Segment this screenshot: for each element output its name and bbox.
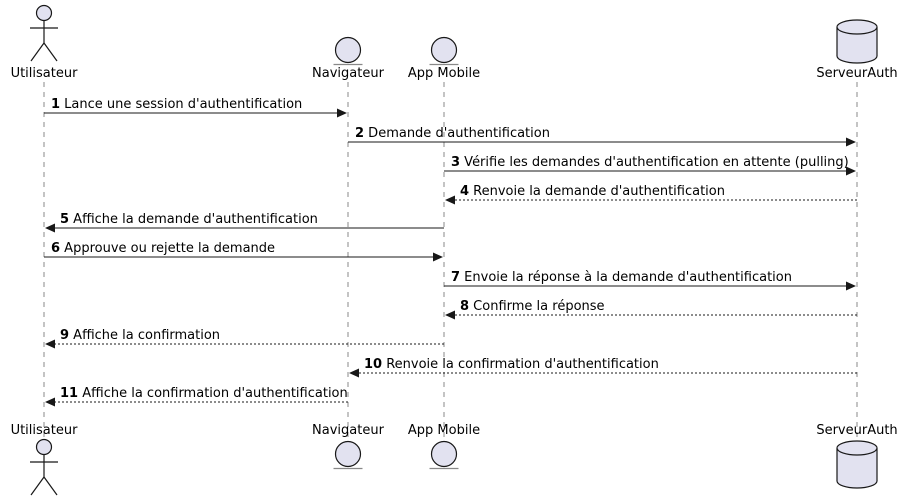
actor-icon <box>30 438 58 496</box>
entity-icon <box>333 440 363 470</box>
entity-icon <box>333 36 363 66</box>
participant-appmobile-label-bottom: App Mobile <box>408 423 480 438</box>
arrowhead-icon <box>45 223 55 233</box>
message-8-label: 8 Confirme la réponse <box>460 299 605 314</box>
message-5: 5 Affiche la demande d'authentification <box>45 212 444 233</box>
message-6: 6 Approuve ou rejette la demande <box>44 241 443 262</box>
arrowhead-icon <box>846 281 856 291</box>
arrowhead-icon <box>45 397 55 407</box>
message-7-label: 7 Envoie la réponse à la demande d'authe… <box>451 270 792 285</box>
participant-navigateur-label-bottom: Navigateur <box>312 423 385 438</box>
message-4-label: 4 Renvoie la demande d'authentification <box>460 184 725 199</box>
participant-serveurauth-label-bottom: ServeurAuth <box>816 423 897 438</box>
message-4: 4 Renvoie la demande d'authentification <box>445 184 857 205</box>
arrowhead-icon <box>433 252 443 262</box>
database-icon <box>836 19 878 64</box>
participant-utilisateur-label-top: Utilisateur <box>11 66 79 81</box>
arrowhead-icon <box>45 339 55 349</box>
message-1: 1 Lance une session d'authentification <box>44 97 347 118</box>
message-9-label: 9 Affiche la confirmation <box>60 328 220 343</box>
message-11: 11 Affiche la confirmation d'authentific… <box>45 386 348 407</box>
arrowhead-icon <box>846 166 856 176</box>
database-icon <box>836 440 878 489</box>
message-3-label: 3 Vérifie les demandes d'authentificatio… <box>451 155 849 170</box>
message-6-label: 6 Approuve ou rejette la demande <box>51 241 275 256</box>
participant-utilisateur-label-bottom: Utilisateur <box>11 423 79 438</box>
arrowhead-icon <box>445 310 455 320</box>
arrowhead-icon <box>445 195 455 205</box>
arrowhead-icon <box>337 108 347 118</box>
arrowhead-icon <box>349 368 359 378</box>
entity-icon <box>429 36 459 66</box>
participant-serveurauth-label-top: ServeurAuth <box>816 66 897 81</box>
message-5-label: 5 Affiche la demande d'authentification <box>60 212 318 227</box>
participant-navigateur-label-top: Navigateur <box>312 66 385 81</box>
message-10-label: 10 Renvoie la confirmation d'authentific… <box>364 357 659 372</box>
message-9: 9 Affiche la confirmation <box>45 328 444 349</box>
message-10: 10 Renvoie la confirmation d'authentific… <box>349 357 857 378</box>
arrowhead-icon <box>846 137 856 147</box>
message-1-label: 1 Lance une session d'authentification <box>51 97 302 112</box>
message-11-label: 11 Affiche la confirmation d'authentific… <box>60 386 348 401</box>
message-2-label: 2 Demande d'authentification <box>355 126 550 141</box>
message-2: 2 Demande d'authentification <box>348 126 856 147</box>
message-3: 3 Vérifie les demandes d'authentificatio… <box>444 155 856 176</box>
entity-icon <box>429 440 459 470</box>
actor-icon <box>30 4 58 62</box>
participant-appmobile-label-top: App Mobile <box>408 66 480 81</box>
message-7: 7 Envoie la réponse à la demande d'authe… <box>444 270 856 291</box>
message-8: 8 Confirme la réponse <box>445 299 857 320</box>
